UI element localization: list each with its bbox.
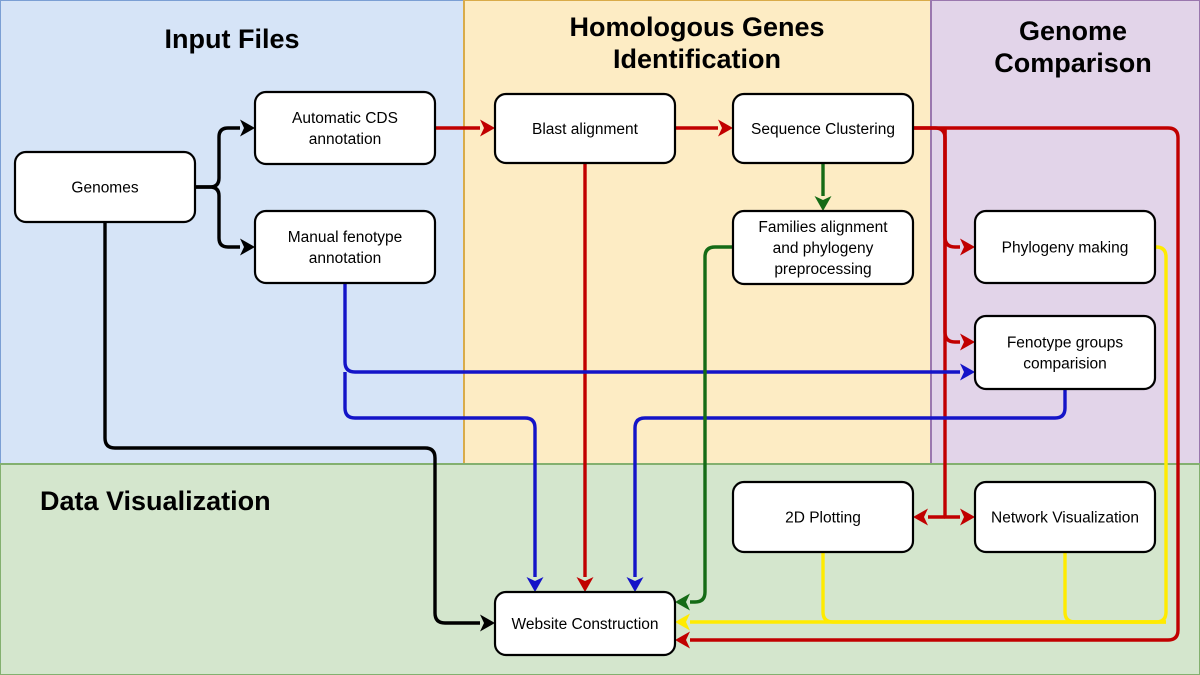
node-sequence-clustering[interactable]: Sequence Clustering [731,92,915,165]
edge-fenotype-groups-to-website-construction [633,389,1067,577]
edge-sequence-clustering-right-to-website-construction [690,126,1180,642]
node-box-families-alignment-and-phylogeny-preprocessing[interactable] [731,209,915,286]
edges-layer [103,126,1180,642]
arrow-yellow-to-website [675,613,690,631]
arrow-clustering-to-network [960,508,975,526]
arrow-cds-to-blast [480,119,495,137]
node-label-phylogeny-making: Phylogeny making [1002,240,1129,257]
arrowheads-layer [240,119,975,649]
arrow-red-right-to-website [675,631,690,649]
arrow-blast-to-website [576,577,594,592]
arrow-blast-to-clustering [718,119,733,137]
node-blast-alignment[interactable]: Blast alignment [493,92,677,165]
node-2d-plotting[interactable]: 2D Plotting [731,480,915,554]
node-label-sequence-clustering: Sequence Clustering [751,121,895,138]
node-box-automatic-cds-annotation[interactable] [253,90,437,166]
node-box-blast-alignment[interactable] [493,92,677,165]
node-box-2d-plotting[interactable] [731,480,915,554]
arrow-fenotype-to-website [626,577,644,592]
node-box-network-visualization[interactable] [973,480,1157,554]
edge-families-to-website-construction [690,245,733,604]
edge-manual-fenotype-to-website-construction [343,372,537,577]
arrow-genomes-to-automatic-cds [240,119,255,137]
arrow-clustering-to-2dplot [913,508,928,526]
node-label-network-visualization: Network Visualization [991,510,1139,527]
edge-manual-fenotype-to-fenotype-groups [343,283,960,374]
edge-2d-plotting-to-website-construction [821,552,1166,624]
node-box-phylogeny-making[interactable] [973,209,1157,285]
region-title-input-files: Input Files [165,24,300,54]
edge-network-visualization-to-website-construction [1063,552,1166,624]
arrow-manual-to-website [526,577,544,592]
arrow-clustering-to-fenotype [960,333,975,351]
node-network-visualization[interactable]: Network Visualization [973,480,1157,554]
arrow-families-to-website [675,593,690,611]
arrow-genomes-to-manual-fenotype [240,238,255,256]
node-label-website-construction: Website Construction [511,616,658,633]
node-box-genomes[interactable] [13,150,197,224]
arrow-clustering-to-phylogeny [960,238,975,256]
edge-genomes-to-manual-fenotype [195,185,240,249]
node-label-blast-alignment: Blast alignment [532,121,639,138]
edge-genomes-to-website-construction [103,222,480,625]
node-box-manual-fenotype-annotation[interactable] [253,209,437,285]
node-box-website-construction[interactable] [493,590,677,657]
arrow-clustering-to-families [814,196,832,211]
arrow-manual-to-fenotype [960,363,975,381]
node-label-2d-plotting: 2D Plotting [785,510,861,527]
node-phylogeny-making[interactable]: Phylogeny making [973,209,1157,285]
node-box-fenotype-groups-comparision[interactable] [973,314,1157,391]
node-label-genomes: Genomes [71,180,138,197]
region-title-data-visualization: Data Visualization [40,486,271,516]
node-website-construction[interactable]: Website Construction [493,590,677,657]
node-box-sequence-clustering[interactable] [731,92,915,165]
node-genomes[interactable]: Genomes [13,150,197,224]
arrow-genomes-to-website [480,614,495,632]
